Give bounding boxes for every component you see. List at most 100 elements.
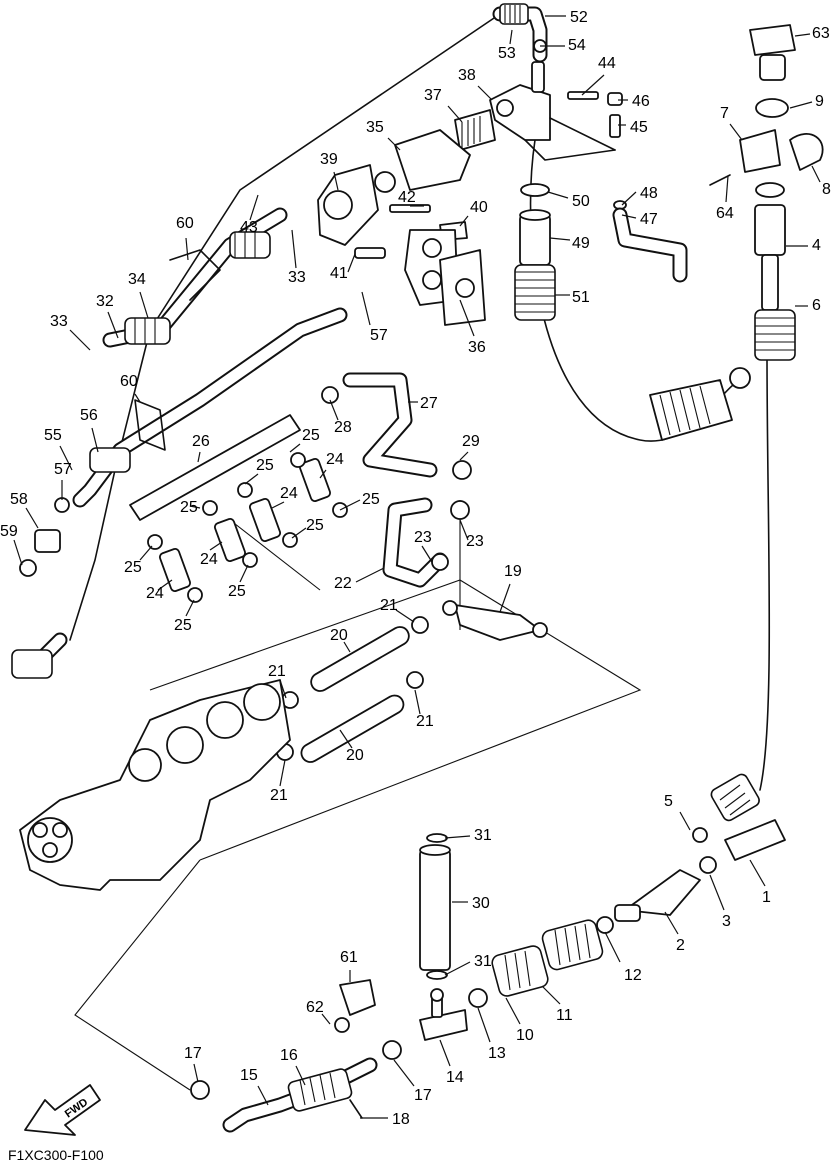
callout-label-c31a: 31 xyxy=(474,827,492,844)
callout-label-c21b: 21 xyxy=(268,663,286,680)
callout-label-c57b: 57 xyxy=(54,461,72,478)
callout-leader-c21d xyxy=(279,759,286,787)
callout-leader-c25g xyxy=(239,564,249,583)
callout-label-c56: 56 xyxy=(80,407,98,424)
callout-leader-c55 xyxy=(59,445,73,471)
callout-label-c3: 3 xyxy=(722,913,731,930)
callout-leader-c33b xyxy=(69,329,91,351)
callout-label-c43: 43 xyxy=(240,219,258,236)
callout-label-c32: 32 xyxy=(96,293,114,310)
callout-leader-c15 xyxy=(257,1085,269,1106)
callout-label-c21c: 21 xyxy=(416,713,434,730)
callout-label-c25e: 25 xyxy=(306,517,324,534)
callout-leader-c35 xyxy=(387,137,401,151)
callout-label-c7: 7 xyxy=(720,105,729,122)
callout-label-c42: 42 xyxy=(398,189,416,206)
callout-leader-c44 xyxy=(581,74,605,96)
callout-leader-c63 xyxy=(794,33,811,37)
callout-leader-c7 xyxy=(729,123,743,141)
callout-leader-c31a xyxy=(444,835,471,839)
callout-label-c20b: 20 xyxy=(346,747,364,764)
callout-leader-c12 xyxy=(604,931,621,963)
callout-label-c23a: 23 xyxy=(414,529,432,546)
callout-leader-c19 xyxy=(499,583,511,613)
callout-label-c19: 19 xyxy=(504,563,522,580)
callout-leader-c1 xyxy=(749,859,766,887)
callout-label-c25g: 25 xyxy=(228,583,246,600)
callout-label-c10: 10 xyxy=(516,1027,534,1044)
callout-label-c9: 9 xyxy=(815,93,824,110)
callout-label-c40: 40 xyxy=(470,199,488,216)
lower-water-line xyxy=(190,773,786,1133)
callout-label-c25a: 25 xyxy=(302,427,320,444)
vertical-hose-group xyxy=(514,183,688,321)
callout-leader-c13 xyxy=(477,1007,491,1043)
callout-label-c22: 22 xyxy=(334,575,352,592)
callout-leader-c47 xyxy=(621,214,637,219)
callout-leader-c31b xyxy=(444,961,471,976)
callout-leader-c21c xyxy=(414,689,421,715)
callout-leader-c57a xyxy=(361,291,371,326)
callout-leader-c25d xyxy=(189,505,201,509)
callout-label-c2: 2 xyxy=(676,937,685,954)
callout-label-c23b: 23 xyxy=(466,533,484,550)
callout-label-c53: 53 xyxy=(498,45,516,62)
callout-leader-c23b xyxy=(459,519,469,541)
callout-leader-c50 xyxy=(547,191,569,199)
filler-cap-group xyxy=(709,24,824,361)
callout-label-c33a: 33 xyxy=(288,269,306,286)
callout-leader-c25h xyxy=(185,599,195,617)
callout-leader-c49 xyxy=(549,237,571,241)
callout-leader-c21a xyxy=(395,609,415,623)
callout-label-c18: 18 xyxy=(392,1111,410,1128)
rail-and-sleeves xyxy=(129,414,348,603)
callout-label-c33b: 33 xyxy=(50,313,68,330)
callout-leader-c60a xyxy=(185,237,189,261)
diagram-code: F1XC300-F100 xyxy=(8,1147,104,1163)
callout-label-c24c: 24 xyxy=(200,551,218,568)
callout-label-c17a: 17 xyxy=(184,1045,202,1062)
callout-leader-c25a xyxy=(289,443,301,453)
callout-leader-c24b xyxy=(271,501,285,509)
callout-leader-c39 xyxy=(333,171,339,191)
callout-leader-c25b xyxy=(244,473,259,485)
callout-leader-c36 xyxy=(459,299,475,337)
callout-label-c52: 52 xyxy=(570,9,588,26)
callout-label-c15: 15 xyxy=(240,1067,258,1084)
callout-label-c46: 46 xyxy=(632,93,650,110)
callout-label-c50: 50 xyxy=(572,193,590,210)
callout-leader-c5 xyxy=(679,811,691,831)
fwd-arrow xyxy=(24,1084,101,1136)
callout-leader-c22 xyxy=(355,567,385,583)
callout-label-c54: 54 xyxy=(568,37,586,54)
callout-label-c58: 58 xyxy=(10,491,28,508)
callout-leader-c28 xyxy=(329,399,339,421)
callout-label-c11: 11 xyxy=(556,1007,573,1024)
callout-leader-c38 xyxy=(477,85,493,101)
callout-leader-c62 xyxy=(321,1013,331,1025)
callout-leader-c37 xyxy=(447,105,463,123)
callout-label-c25f: 25 xyxy=(124,559,142,576)
callout-label-c51: 51 xyxy=(572,289,590,306)
engine-block xyxy=(19,679,291,891)
callout-leader-c9 xyxy=(789,101,813,109)
callout-label-c21a: 21 xyxy=(380,597,398,614)
callout-label-c48: 48 xyxy=(640,185,658,202)
callout-leader-c29 xyxy=(459,451,469,461)
callout-label-c36: 36 xyxy=(468,339,486,356)
callout-label-c5: 5 xyxy=(664,793,673,810)
callout-label-c25c: 25 xyxy=(362,491,380,508)
callout-label-c24d: 24 xyxy=(146,585,164,602)
callout-leader-c24d xyxy=(157,579,173,591)
callout-leader-c17b xyxy=(393,1059,415,1087)
callout-label-c57a: 57 xyxy=(370,327,388,344)
callout-leader-c48 xyxy=(621,191,637,206)
callout-leader-c14 xyxy=(439,1039,451,1067)
left-hoses xyxy=(11,207,348,679)
bypass-hoses xyxy=(321,372,472,588)
callout-label-c25d: 25 xyxy=(180,499,198,516)
callout-label-c37: 37 xyxy=(424,87,442,104)
lower-bellows-hose xyxy=(649,367,751,441)
callout-leader-c25e xyxy=(291,527,307,539)
